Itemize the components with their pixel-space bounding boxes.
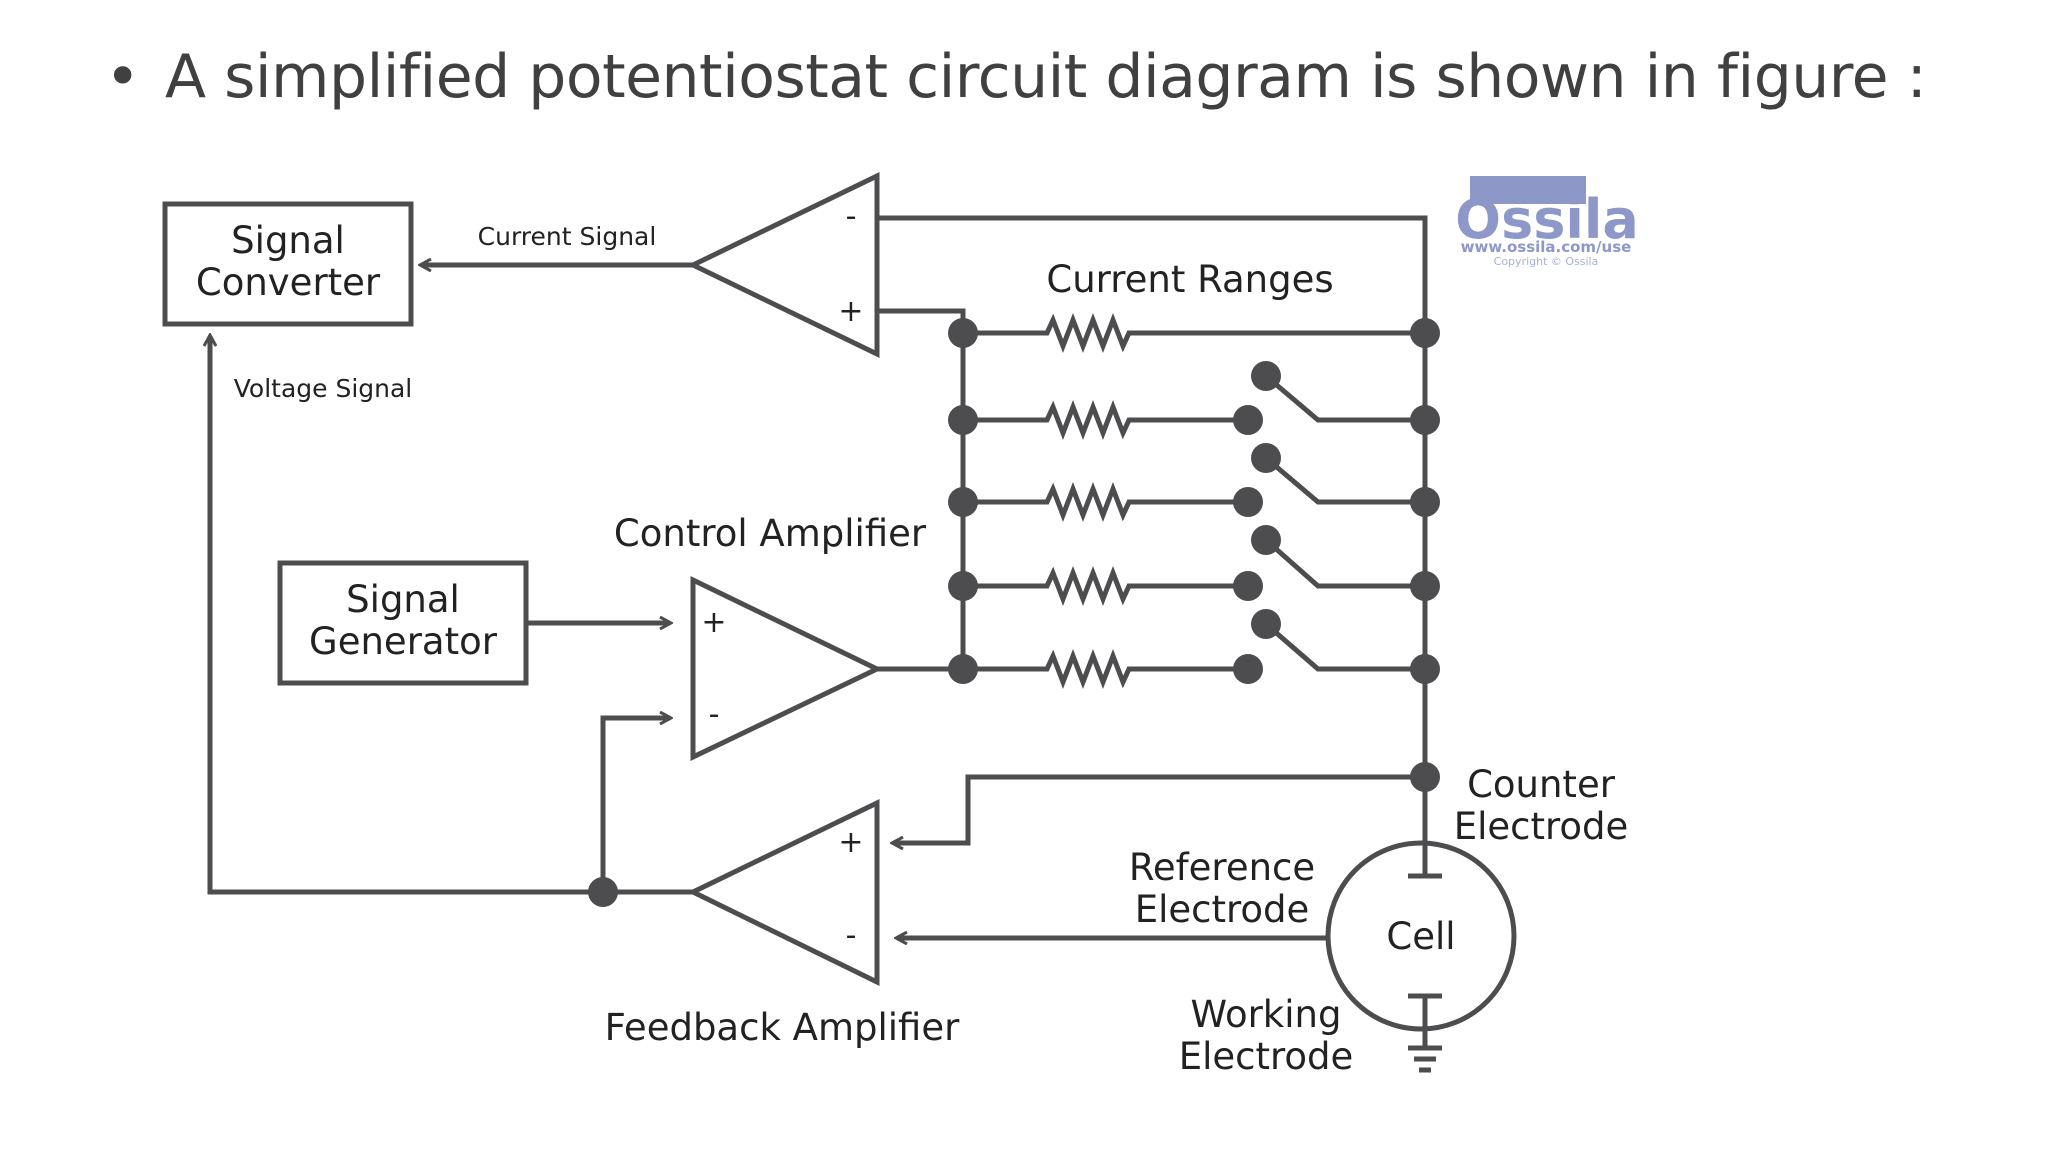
signal-converter-label-2: Converter: [196, 261, 381, 304]
feedback-wire-top: [877, 215, 1428, 333]
working-electrode-label-2: Electrode: [1179, 1035, 1354, 1078]
ossila-logo: Ossila www.ossila.com/use Copyright © Os…: [1455, 176, 1639, 268]
voltage-signal-wire: [210, 336, 693, 895]
control-amplifier-label: Control Amplifier: [614, 512, 927, 555]
signal-generator-label-1: Signal: [346, 578, 460, 621]
resistor-row-3: [963, 456, 1425, 522]
resistor-row-1: [963, 313, 1425, 353]
switch-2: [1264, 374, 1425, 423]
feedback-amp-minus: -: [846, 918, 857, 953]
current-amp-minus: -: [846, 199, 857, 234]
ground-icon: [1408, 1045, 1442, 1073]
feedback-to-control-wire: [600, 718, 670, 892]
resistor-row-2: [963, 374, 1425, 440]
counter-to-feedback-wire: [893, 774, 1425, 843]
current-amplifier: [687, 172, 880, 358]
resistor-row-4: [963, 538, 1425, 606]
switch-3: [1264, 456, 1425, 505]
control-amp-plus: +: [701, 605, 726, 640]
slide-heading: A simplified potentiostat circuit diagra…: [165, 42, 1927, 112]
signal-generator-label-2: Generator: [309, 620, 498, 663]
current-ranges-label: Current Ranges: [1046, 258, 1333, 301]
voltage-signal-label: Voltage Signal: [234, 374, 413, 403]
current-signal-label: Current Signal: [478, 222, 657, 251]
counter-electrode-label-1: Counter: [1467, 763, 1616, 806]
logo-copyright: Copyright © Ossila: [1494, 255, 1599, 268]
control-amp-minus: -: [709, 697, 720, 732]
logo-name: Ossila: [1455, 188, 1639, 251]
feedback-amp-plus: +: [838, 825, 863, 860]
current-amp-plus: +: [838, 294, 863, 329]
control-amplifier: [690, 576, 883, 761]
feedback-amplifier: [687, 799, 880, 987]
junction-nodes: [588, 318, 1440, 907]
switch-4: [1264, 538, 1425, 589]
bullet-point: •: [105, 42, 140, 112]
signal-converter-box: [162, 201, 414, 327]
signal-converter-label-1: Signal: [231, 219, 345, 262]
working-electrode-label-1: Working: [1191, 993, 1342, 1036]
cell-label: Cell: [1386, 915, 1455, 958]
heading-line: • A simplified potentiostat circuit diagr…: [105, 42, 1927, 112]
resistor-row-5: [963, 622, 1425, 689]
logo-url: www.ossila.com/use: [1461, 238, 1632, 256]
feedback-amplifier-label: Feedback Amplifier: [605, 1006, 960, 1049]
reference-electrode-label-1: Reference: [1129, 846, 1315, 889]
counter-electrode-label-2: Electrode: [1454, 805, 1629, 848]
cell-circle: [1325, 840, 1517, 1032]
switch-5: [1264, 622, 1425, 672]
reference-electrode-label-2: Electrode: [1135, 888, 1310, 931]
